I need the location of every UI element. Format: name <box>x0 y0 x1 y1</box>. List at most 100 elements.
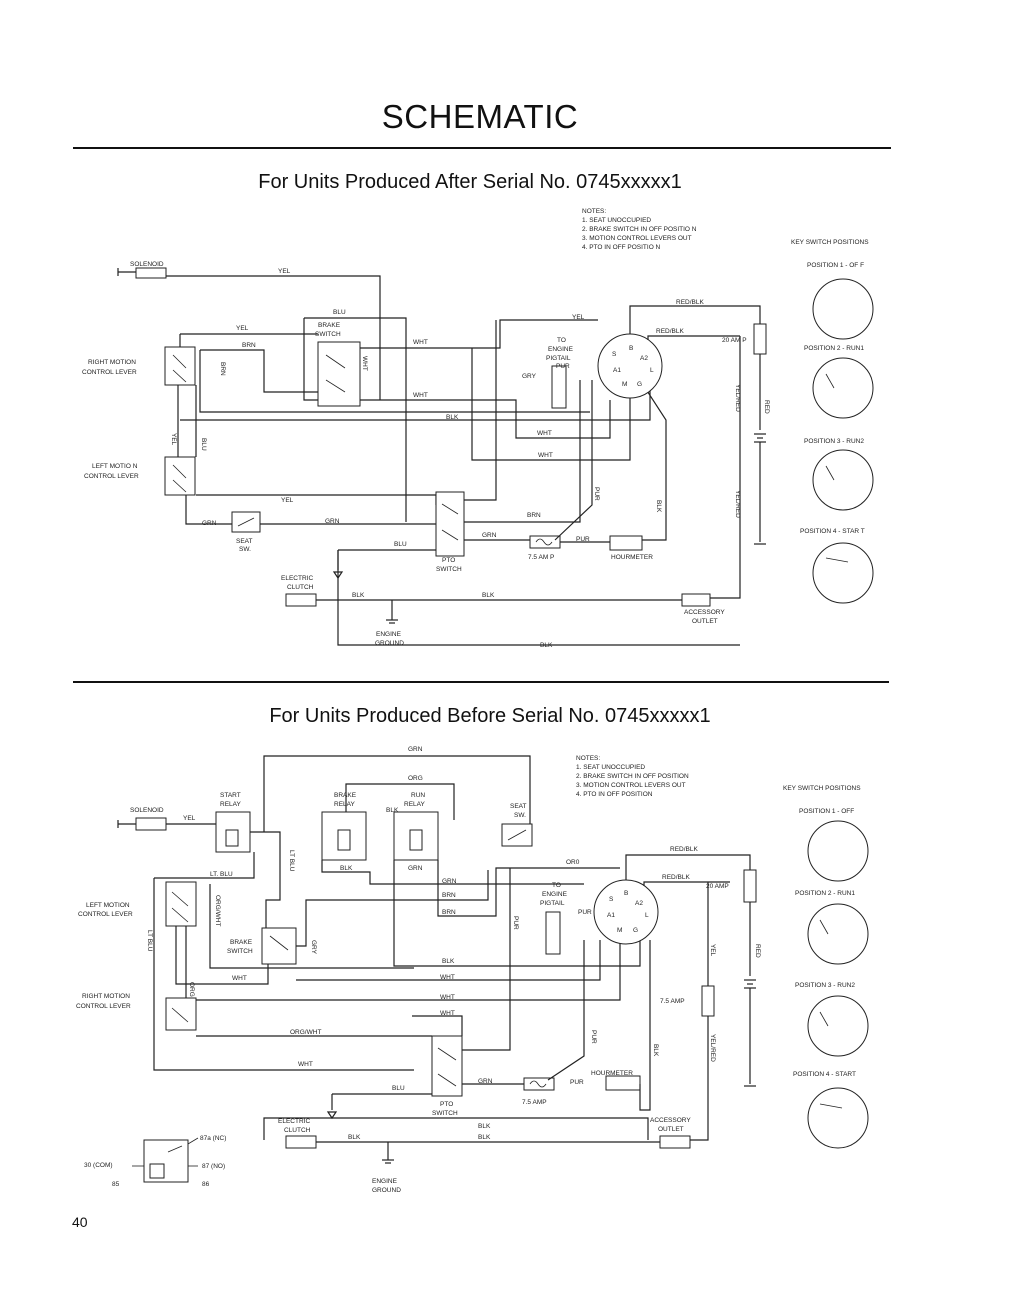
bottom-engine-label-2: ENGINE <box>542 891 568 898</box>
top-wire-grn-3: GRN <box>482 532 497 539</box>
top-key-term-m: M <box>622 381 627 388</box>
bottom-wire-blk-relay: BLK <box>386 807 399 814</box>
bottom-note-4: 4. PTO IN OFF POSITION <box>576 791 653 798</box>
bottom-wire-blk-2: BLK <box>442 958 455 965</box>
top-hourmeter <box>609 535 643 551</box>
top-fuse-20-label: 20 AM P <box>722 337 747 344</box>
bottom-pto-label-1: PTO <box>440 1101 453 1108</box>
bottom-wire-wht-3: WHT <box>440 994 455 1001</box>
top-fuse-20 <box>753 323 767 355</box>
bottom-outlet-label-2: OUTLET <box>658 1126 684 1133</box>
top-left-motion-switch <box>164 456 196 496</box>
top-ground-label-1: ENGINE <box>376 631 402 638</box>
bottom-wire-blk-4: BLK <box>478 1123 491 1130</box>
bottom-note-2: 2. BRAKE SWITCH IN OFF POSITION <box>576 773 689 780</box>
bottom-engine-label-3: PIGTAIL <box>540 900 565 907</box>
bottom-fuse-75b <box>523 1077 555 1091</box>
top-pto-label-2: SWITCH <box>436 566 462 573</box>
page-title: SCHEMATIC <box>381 98 579 135</box>
bottom-position-1-circle <box>807 820 869 882</box>
top-wire-pur-2: PUR <box>556 363 570 370</box>
top-wire-blk-2: BLK <box>352 592 365 599</box>
bottom-outlet-label-1: ACCESSORY <box>650 1117 691 1124</box>
top-seat-label-2: SW. <box>239 546 251 553</box>
bottom-wire-brn-2: BRN <box>442 909 456 916</box>
bottom-solenoid-label: SOLENOID <box>130 807 164 814</box>
top-left-motion-label-1: LEFT MOTIO N <box>92 463 138 470</box>
top-brake-label-1: BRAKE <box>318 322 341 329</box>
bottom-wire-blk-5: BLK <box>478 1134 491 1141</box>
bottom-position-1: POSITION 1 - OFF <box>799 808 854 815</box>
bottom-note-1: 1. SEAT UNOCCUPIED <box>576 764 645 771</box>
bottom-left-motion-label-2: CONTROL LEVER <box>78 911 133 918</box>
top-wire-yelred-2: YEL/RED <box>734 490 741 518</box>
bottom-wire-org: ORG <box>408 775 423 782</box>
top-schematic: NOTES: 1. SEAT UNOCCUPIED 2. BRAKE SWITC… <box>82 208 874 649</box>
bottom-relay-86: 86 <box>202 1181 210 1188</box>
top-note-4: 4. PTO IN OFF POSITIO N <box>582 244 661 251</box>
bottom-electric-clutch <box>285 1135 317 1149</box>
bottom-pto-switch <box>431 1035 463 1097</box>
top-position-2: POSITION 2 - RUN1 <box>804 345 864 352</box>
bottom-wire-pur-2: PUR <box>570 1079 584 1086</box>
top-wire-yel-1: YEL <box>278 268 291 275</box>
top-fuse-75 <box>529 535 561 549</box>
top-wire-blk-3: BLK <box>482 592 495 599</box>
top-engine-label-3: PIGTAIL <box>546 355 571 362</box>
bottom-note-3: 3. MOTION CONTROL LEVERS OUT <box>576 782 686 789</box>
bottom-key-term-g: G <box>633 927 638 934</box>
top-key-term-l: L <box>650 367 654 374</box>
bottom-left-motion-label-1: LEFT MOTION <box>86 902 130 909</box>
top-engine-label-1: TO <box>557 337 566 344</box>
bottom-key-term-a1: A1 <box>607 912 615 919</box>
bottom-clutch-label-1: ELECTRIC <box>278 1118 310 1125</box>
bottom-wire-blk-1: BLK <box>340 865 353 872</box>
bottom-brake-sw-label-1: BRAKE <box>230 939 253 946</box>
bottom-relay-30: 30 (COM) <box>84 1162 113 1169</box>
top-wire-gry: GRY <box>522 373 537 380</box>
bottom-wire-wht-2: WHT <box>440 974 455 981</box>
bottom-key-term-a2: A2 <box>635 900 643 907</box>
top-subtitle: For Units Produced After Serial No. 0745… <box>258 171 682 193</box>
bottom-fuse-75a-label: 7.5 AMP <box>660 998 685 1005</box>
bottom-position-3: POSITION 3 - RUN2 <box>795 982 855 989</box>
top-wire-wht-2: WHT <box>413 392 428 399</box>
bottom-seat-label-2: SW. <box>514 812 526 819</box>
bottom-key-term-s: S <box>609 896 614 903</box>
bottom-wire-blu: BLU <box>392 1085 405 1092</box>
top-position-4: POSITION 4 - STAR T <box>800 528 865 535</box>
bottom-wire-wht-4: WHT <box>440 1010 455 1017</box>
top-engine-label-2: ENGINE <box>548 346 574 353</box>
top-key-term-a2: A2 <box>640 355 648 362</box>
bottom-seat-label-1: SEAT <box>510 803 527 810</box>
top-wire-blk-1: BLK <box>446 414 459 421</box>
top-position-3: POSITION 3 - RUN2 <box>804 438 864 445</box>
top-wire-wht-v: WHT <box>361 356 368 371</box>
bottom-wire-yel-v: YEL <box>709 944 716 957</box>
top-wire-blk-4: BLK <box>540 642 553 649</box>
top-solenoid <box>135 267 167 279</box>
bottom-wire-wht-5: WHT <box>298 1061 313 1068</box>
bottom-brake-relay-label-1: BRAKE <box>334 792 357 799</box>
top-wire-brn-3: BRN <box>527 512 541 519</box>
bottom-position-4: POSITION 4 - START <box>793 1071 856 1078</box>
top-position-4-circle <box>812 542 874 604</box>
top-fuse-75-label: 7.5 AM P <box>528 554 554 561</box>
top-engine-pigtail <box>551 365 567 409</box>
bottom-wire-blk-3: BLK <box>348 1134 361 1141</box>
top-divider <box>73 147 891 149</box>
bottom-key-term-m: M <box>617 927 622 934</box>
bottom-accessory-outlet <box>659 1135 691 1149</box>
bottom-run-relay-label-1: RUN <box>411 792 425 799</box>
bottom-schematic: NOTES: 1. SEAT UNOCCUPIED 2. BRAKE SWITC… <box>76 746 869 1194</box>
bottom-left-motion-switch <box>165 881 197 927</box>
bottom-wire-orgwht-v: ORG/WHT <box>214 895 221 926</box>
bottom-wire-yel: YEL <box>183 815 196 822</box>
top-wire-yel-v: YEL <box>170 433 177 446</box>
bottom-right-motion-label-2: CONTROL LEVER <box>76 1003 131 1010</box>
top-hourmeter-label: HOURMETER <box>611 554 653 561</box>
top-wire-yel-4: YEL <box>572 314 585 321</box>
top-wire-wht-4: WHT <box>538 452 553 459</box>
bottom-brake-relay-label-2: RELAY <box>334 801 355 808</box>
bottom-hourmeter <box>605 1075 641 1091</box>
